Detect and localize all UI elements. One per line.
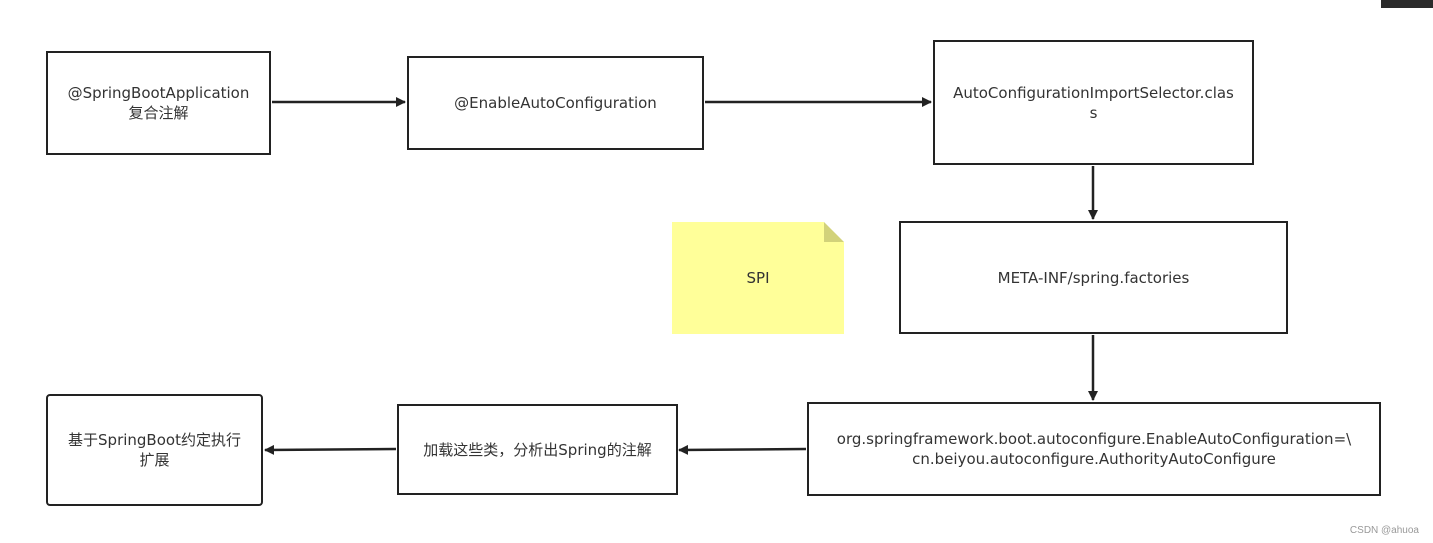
composite-annotation-label: 复合注解 — [128, 104, 189, 122]
spi-note: SPI — [672, 222, 844, 334]
edge-load-to-extension — [264, 444, 397, 455]
spring-factories-node: META-INF/spring.factories — [899, 221, 1288, 334]
spi-note-label: SPI — [746, 269, 770, 287]
spring-boot-application-label: @SpringBootApplication — [67, 84, 250, 102]
factories-entry-key: org.springframework.boot.autoconfigure.E… — [836, 430, 1352, 448]
import-selector-label-line2: s — [1089, 103, 1098, 122]
factories-entry-value: cn.beiyou.autoconfigure.AuthorityAutoCon… — [912, 450, 1276, 468]
spring-factories-label: META-INF/spring.factories — [997, 268, 1190, 287]
corner-bar — [1381, 0, 1433, 8]
load-classes-node: 加载这些类，分析出Spring的注解 — [397, 404, 678, 495]
extension-label-line2: 扩展 — [139, 451, 170, 469]
import-selector-node: AutoConfigurationImportSelector.clas s — [933, 40, 1254, 165]
import-selector-label-line1: AutoConfigurationImportSelector.clas — [953, 83, 1234, 102]
note-fold-corner — [824, 222, 844, 242]
extension-label-line1: 基于SpringBoot约定执行 — [68, 431, 241, 449]
edge-entry-to-load — [678, 444, 807, 455]
enable-auto-configuration-node: @EnableAutoConfiguration — [407, 56, 704, 150]
enable-auto-configuration-label: @EnableAutoConfiguration — [454, 94, 657, 112]
watermark: CSDN @ahuoa — [1349, 525, 1419, 536]
spring-boot-application-node: @SpringBootApplication 复合注解 — [46, 51, 271, 155]
extension-node: 基于SpringBoot约定执行 扩展 — [46, 394, 263, 506]
factories-entry-node: org.springframework.boot.autoconfigure.E… — [807, 402, 1381, 496]
load-classes-label: 加载这些类，分析出Spring的注解 — [423, 440, 652, 459]
